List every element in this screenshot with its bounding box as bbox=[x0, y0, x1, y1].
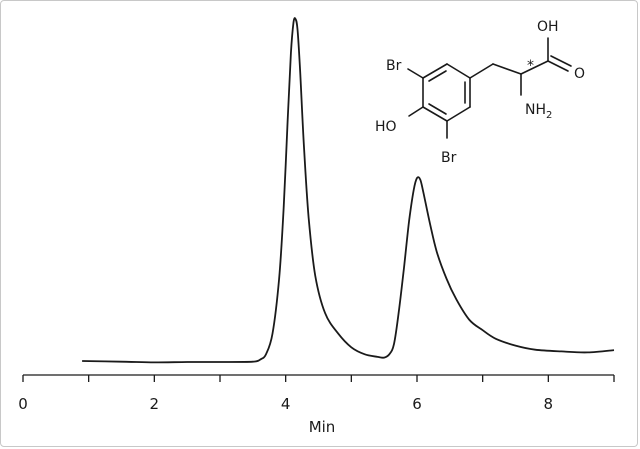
label-o: O bbox=[574, 66, 585, 82]
chemical-structure bbox=[407, 37, 572, 139]
x-tick-label: 8 bbox=[544, 395, 554, 413]
x-axis-label: Min bbox=[309, 418, 336, 436]
chromatogram-trace bbox=[82, 17, 615, 364]
label-chiral-star: * bbox=[527, 58, 534, 74]
co-double-bond-2 bbox=[550, 55, 572, 67]
x-axis-tick-labels: 0 2 4 6 8 bbox=[18, 395, 553, 413]
label-ho: HO bbox=[375, 119, 397, 135]
structure-labels: OH O * Br HO Br NH2 bbox=[375, 19, 585, 166]
oh-bond bbox=[408, 106, 424, 117]
ring-bond bbox=[422, 63, 448, 79]
ring-double-bond bbox=[428, 103, 447, 115]
br-top-bond bbox=[407, 68, 424, 79]
ch2-bond bbox=[469, 63, 494, 79]
x-tick-label: 2 bbox=[150, 395, 160, 413]
label-br-top: Br bbox=[386, 58, 402, 74]
x-tick-label: 4 bbox=[281, 395, 291, 413]
carboxyl-bond bbox=[520, 60, 549, 75]
x-axis-ticks bbox=[22, 375, 615, 382]
x-tick-label: 6 bbox=[412, 395, 422, 413]
label-br-bottom: Br bbox=[441, 150, 457, 166]
co-double-bond-1 bbox=[547, 60, 569, 72]
x-tick-label: 0 bbox=[18, 395, 28, 413]
label-nh2: NH2 bbox=[525, 102, 552, 121]
label-oh-top: OH bbox=[537, 19, 559, 35]
ca-bond bbox=[492, 63, 522, 75]
ring-bond bbox=[446, 63, 471, 79]
label-nh-subscript: 2 bbox=[546, 110, 552, 121]
label-nh: NH bbox=[525, 102, 546, 118]
ring-bond bbox=[446, 106, 471, 122]
ring-bond bbox=[422, 106, 448, 122]
ring-double-bond bbox=[428, 70, 447, 82]
